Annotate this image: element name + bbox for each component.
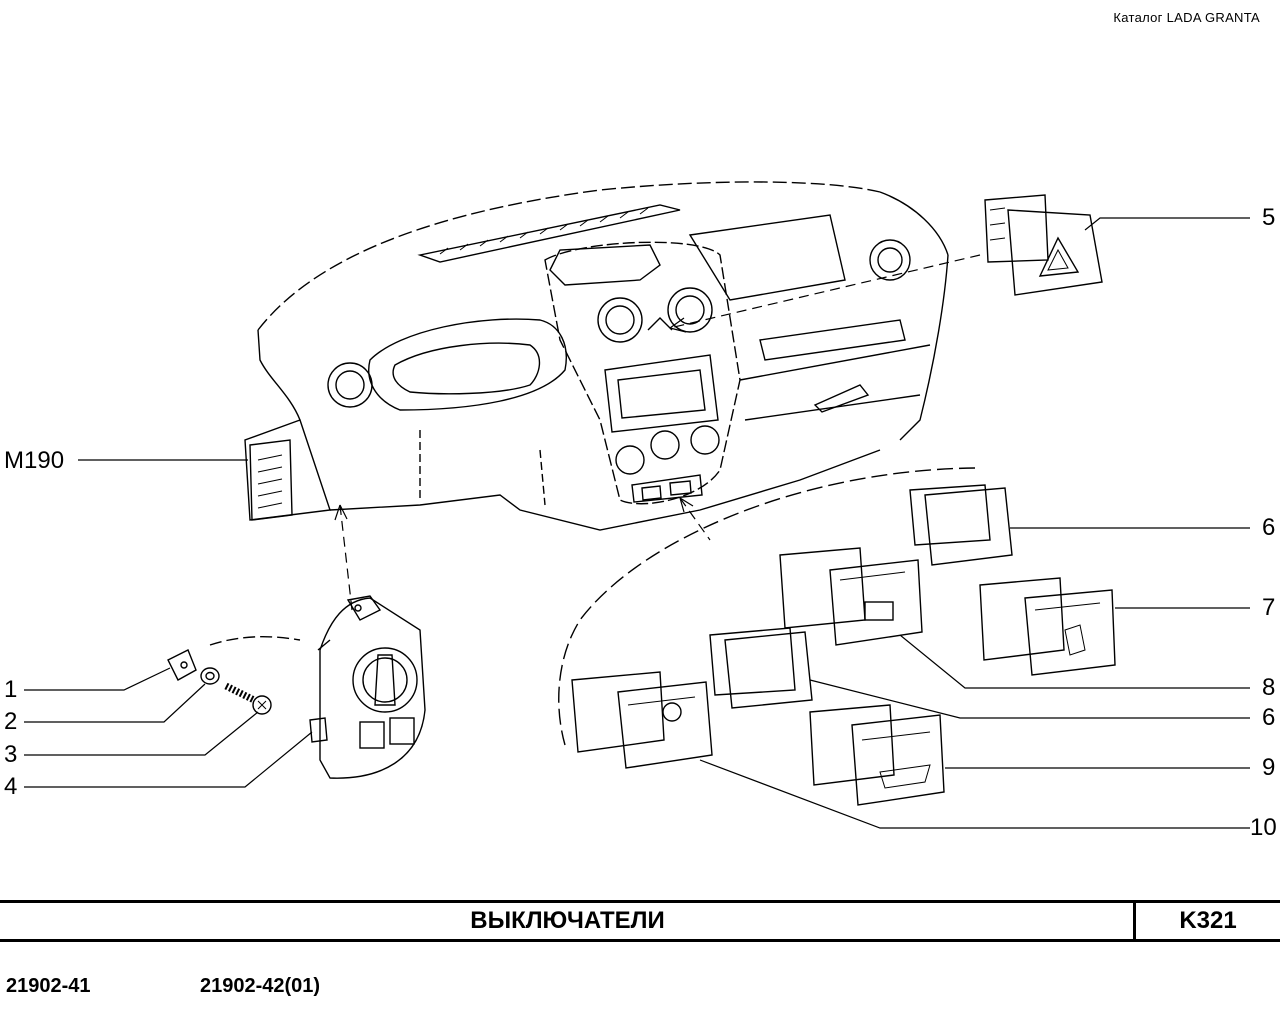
rear-defrost-switch-8: [779, 547, 923, 646]
model-code-2: 21902-42(01): [200, 975, 321, 997]
fog-light-switch-10: [571, 671, 713, 769]
assembly-arrows: [334, 254, 981, 611]
screw-3: [224, 682, 272, 715]
fastener-group-arc: [209, 636, 301, 646]
callout-10: 10: [1250, 814, 1277, 841]
page-title: ВЫКЛЮЧАТЕЛИ: [470, 907, 665, 934]
title-bar: ВЫКЛЮЧАТЕЛИ K321: [0, 900, 1280, 942]
switch-blank-6a: [909, 484, 1013, 566]
washer-2: [200, 667, 220, 685]
callout-6a: 6: [1262, 514, 1276, 541]
page-code: K321: [1179, 907, 1237, 934]
callout-6b: 6: [1262, 704, 1276, 731]
callout-5: 5: [1262, 204, 1276, 231]
hazard-switch: [984, 194, 1103, 296]
light-switch-unit: [309, 595, 426, 779]
callout-7: 7: [1262, 594, 1276, 621]
switch-blank-6b: [709, 627, 813, 709]
callout-4: 4: [4, 773, 18, 800]
callout-m190: M190: [4, 447, 65, 474]
clip-fastener-1: [167, 649, 197, 681]
seat-heater-switch-7: [979, 577, 1116, 676]
callout-3: 3: [4, 741, 18, 768]
leader-lines: [24, 217, 1250, 829]
switch-group-arc: [558, 467, 976, 746]
dashboard-switches-diagram: [24, 181, 1250, 829]
windshield-heater-switch-9: [809, 704, 945, 806]
callout-9: 9: [1262, 754, 1276, 781]
model-code-1: 21902-41: [6, 975, 91, 997]
catalog-header: Каталог LADA GRANTA: [1113, 10, 1260, 25]
callout-1: 1: [4, 676, 18, 703]
callout-8: 8: [1262, 674, 1276, 701]
dashboard-panel: [244, 181, 949, 531]
title-divider: [1133, 903, 1136, 939]
callout-2: 2: [4, 708, 18, 735]
